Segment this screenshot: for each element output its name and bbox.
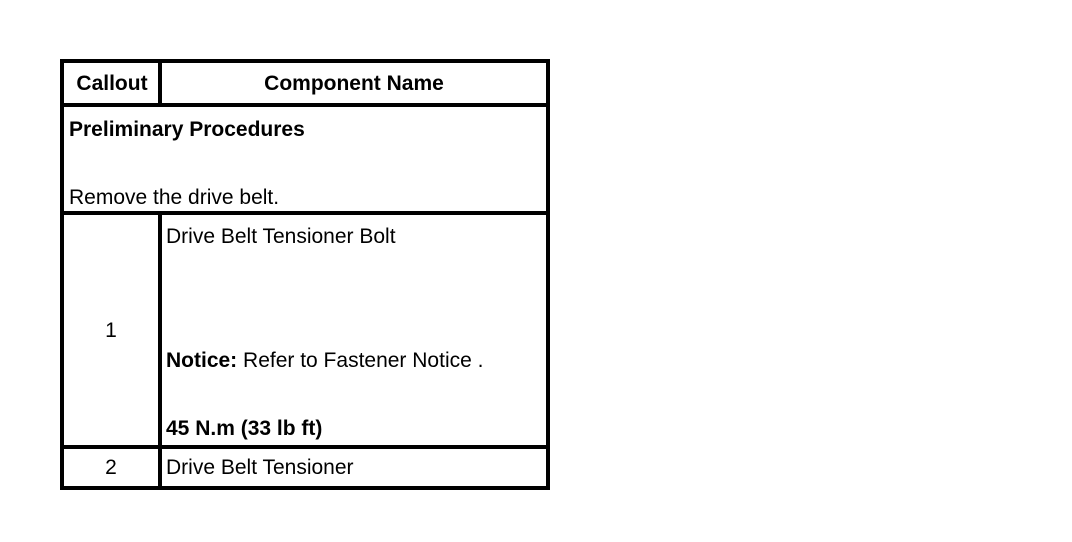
column-divider xyxy=(158,449,162,486)
torque-spec: 45 N.m (33 lb ft) xyxy=(166,417,323,440)
column-divider xyxy=(158,63,162,103)
notice-label: Notice: xyxy=(166,349,238,372)
component-name-header: Component Name xyxy=(264,71,444,95)
callout-number: 1 xyxy=(105,318,117,342)
preliminary-procedures-row: Preliminary Procedures Remove the drive … xyxy=(64,107,546,211)
table-header-row: Callout Component Name xyxy=(64,63,546,103)
row-divider xyxy=(64,103,546,107)
callout-number: 2 xyxy=(105,456,117,479)
table-row: 2 Drive Belt Tensioner xyxy=(64,449,546,486)
table-row: 1 Drive Belt Tensioner Bolt Notice: Refe… xyxy=(64,215,546,445)
notice-text: Refer to Fastener Notice . xyxy=(237,349,484,372)
row-divider xyxy=(64,445,546,449)
row-divider xyxy=(64,211,546,215)
notice-line: Notice: Refer to Fastener Notice . xyxy=(166,350,483,371)
preliminary-procedures-text: Remove the drive belt. xyxy=(69,186,280,209)
preliminary-procedures-title: Preliminary Procedures xyxy=(69,118,305,141)
callout-header: Callout xyxy=(76,71,148,95)
component-cell: Drive Belt Tensioner Bolt Notice: Refer … xyxy=(162,215,546,445)
component-name: Drive Belt Tensioner Bolt xyxy=(166,225,396,248)
procedure-table: Callout Component Name Preliminary Proce… xyxy=(60,59,550,490)
column-divider xyxy=(158,215,162,445)
component-name: Drive Belt Tensioner xyxy=(166,456,354,479)
